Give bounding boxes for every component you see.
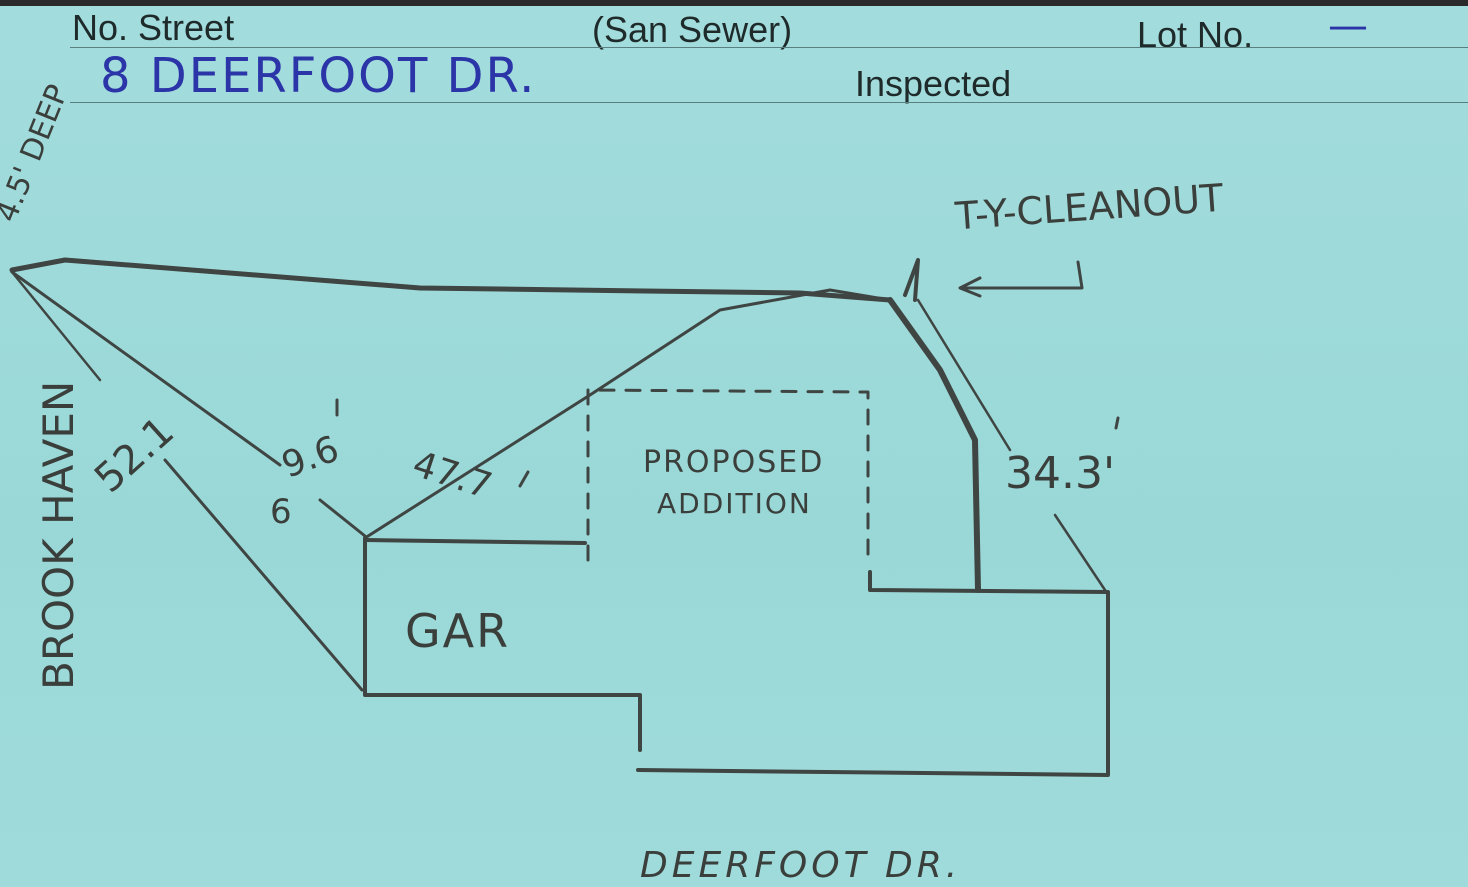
front-street-label: DEERFOOT DR.: [640, 845, 962, 886]
cleanout-pipe: [887, 297, 981, 593]
cleanout-line-2: [916, 298, 1012, 452]
lateral-curve: [363, 288, 892, 540]
cleanout-riser: [903, 258, 920, 302]
right-dim-line: [1053, 513, 1107, 592]
arrow-line: [963, 260, 1084, 290]
dim-6: 6: [270, 492, 292, 532]
diag-line-4: [163, 458, 364, 692]
lot-label: Lot No.: [1137, 14, 1254, 55]
card-top-edge: [0, 0, 1468, 6]
header-rule-1: [70, 47, 1468, 48]
tick-3: [1114, 416, 1120, 430]
addition-label-2: ADDITION: [657, 487, 812, 520]
inspected-label: Inspected: [855, 63, 1012, 104]
street-label: No. Street: [72, 7, 235, 48]
addition-label-1: PROPOSED: [643, 445, 825, 480]
sewer-line: [9, 257, 893, 303]
diag-line-2: [318, 498, 367, 538]
garage-top: [363, 538, 587, 545]
garage-label: GAR: [405, 604, 511, 658]
house-outline: [363, 536, 642, 752]
sewer-label: (San Sewer): [592, 9, 793, 50]
diag-line-3: [10, 270, 102, 382]
side-street-label: BROOK HAVEN: [34, 380, 83, 690]
tick-2: [518, 470, 530, 488]
header-rule-2: [70, 102, 1468, 103]
diag-line-1: [10, 270, 282, 467]
addition-outline: [586, 388, 870, 562]
dim-34-3: 34.3': [1005, 448, 1116, 499]
address-value: 8 DEERFOOT DR.: [100, 48, 537, 104]
arrow-head: [958, 276, 982, 298]
house-front: [636, 570, 1110, 777]
lot-value: —: [1328, 3, 1370, 49]
